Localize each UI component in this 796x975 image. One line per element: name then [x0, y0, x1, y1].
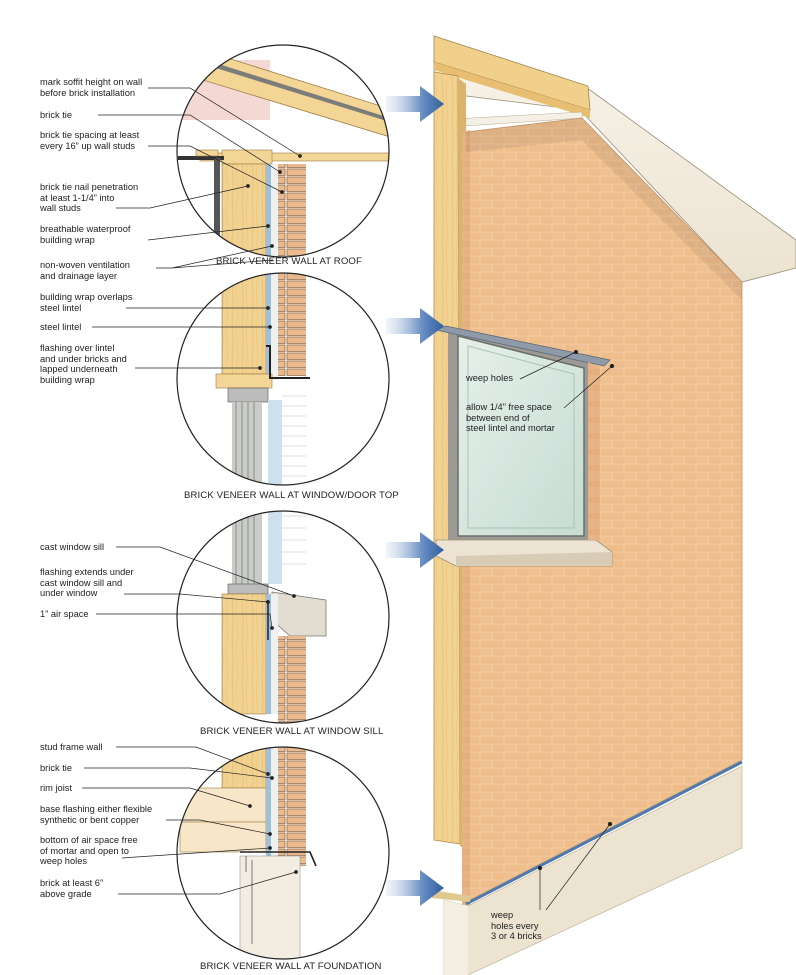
label-brick-tie: brick tie [40, 110, 73, 120]
wall-leaders [519, 349, 615, 911]
label-ventilation-layer: non-woven ventilation and drainage layer [40, 260, 130, 281]
label-tie-spacing: brick tie spacing at least every 16” up … [40, 130, 140, 151]
window-glass [457, 335, 585, 537]
wall-illustration [432, 35, 796, 975]
label-flashing-sill: flashing extends under cast window sill … [40, 567, 134, 599]
caption-foundation: BRICK VENEER WALL AT FOUNDATION [200, 961, 382, 972]
arrow-icon [386, 870, 444, 906]
callout-weep-every: weep holes every 3 or 4 bricks [491, 910, 542, 942]
arrow-icon [386, 86, 444, 122]
label-flashing-lintel: flashing over lintel and under bricks an… [40, 343, 127, 385]
label-brick-tie-2: brick tie [40, 763, 73, 773]
steel-lintel [434, 325, 611, 367]
wall-pointers [386, 86, 444, 906]
arrow-icon [386, 308, 444, 344]
label-rim-joist: rim joist [40, 783, 73, 793]
detail-window-sill [176, 510, 390, 724]
label-tie-nail: brick tie nail penetration at least 1-1/… [40, 182, 139, 214]
label-wrap-overlaps: building wrap overlaps steel lintel [40, 292, 133, 313]
base-flashing [465, 760, 743, 906]
caption-window-top: BRICK VENEER WALL AT WINDOW/DOOR TOP [184, 490, 399, 501]
label-mark-soffit: mark soffit height on wall before brick … [40, 77, 143, 98]
label-cast-sill: cast window sill [40, 542, 105, 552]
label-air-space-bottom: bottom of air space free of mortar and o… [40, 835, 138, 867]
label-building-wrap: breathable waterproof building wrap [40, 224, 131, 245]
label-base-flashing: base flashing either flexible synthetic … [40, 804, 153, 825]
label-stud-frame: stud frame wall [40, 742, 103, 752]
label-steel-lintel: steel lintel [40, 322, 82, 332]
label-brick-above-grade: brick at least 6” above grade [40, 878, 104, 899]
arrow-icon [386, 532, 444, 568]
callout-weep-holes: weep holes [466, 373, 514, 383]
detail-leaders [82, 87, 302, 895]
callout-free-space: allow 1/4” free space between end of ste… [466, 402, 555, 434]
caption-roof: BRICK VENEER WALL AT ROOF [216, 256, 362, 267]
detail-foundation [176, 746, 390, 960]
detail-roof [176, 44, 390, 258]
detail-window-top [176, 272, 390, 486]
label-air-space: 1” air space [40, 609, 89, 619]
caption-window-sill: BRICK VENEER WALL AT WINDOW SILL [200, 726, 384, 737]
